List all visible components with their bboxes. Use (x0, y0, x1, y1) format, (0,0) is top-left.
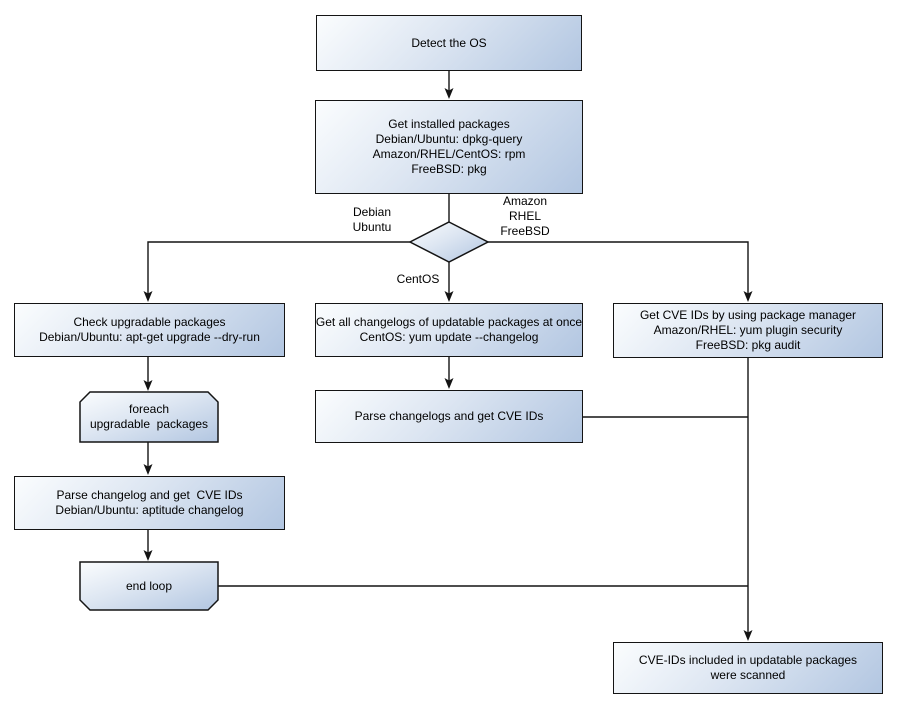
node-text-line: Get installed packages (388, 117, 510, 131)
node-get-changelogs: Get all changelogs of updatable packages… (315, 303, 583, 357)
edge-decision-to-check (147, 241, 410, 295)
node-get-cve-ids: Get CVE IDs by using package manager Ama… (613, 303, 883, 358)
node-text-line: Check upgradable packages (73, 315, 226, 329)
node-text-line: Parse changelog and get CVE IDs (56, 488, 243, 502)
node-text-line: Debian/Ubuntu: aptitude changelog (55, 503, 244, 517)
edge-label-line: RHEL (508, 209, 541, 223)
edge-label-line: FreeBSD (500, 224, 550, 238)
node-text-line: Amazon/RHEL/CentOS: rpm (372, 147, 526, 161)
edge-label-centos: CentOS (378, 272, 458, 287)
edge-label-line: Amazon (502, 194, 548, 208)
node-text-line: Debian/Ubuntu: apt-get upgrade --dry-run (39, 330, 260, 344)
arrowhead (743, 291, 753, 302)
node-text-line: CentOS: yum update --changelog (359, 330, 539, 344)
arrowhead (444, 88, 454, 99)
arrowhead (143, 464, 153, 475)
node-endloop-label: end loop (80, 562, 218, 610)
arrowhead (143, 550, 153, 561)
node-text-line: upgradable packages (89, 417, 209, 431)
node-text-line: FreeBSD: pkg (411, 162, 487, 176)
node-text-line: Debian/Ubuntu: dpkg-query (375, 132, 523, 146)
arrowhead (743, 630, 753, 641)
node-foreach-label: foreach upgradable packages (80, 392, 218, 442)
edge-label-line: CentOS (396, 272, 440, 286)
arrowhead (444, 291, 454, 302)
node-foreach-shape (79, 391, 219, 443)
edge-decision-to-cve (488, 241, 749, 295)
node-check-upgradable: Check upgradable packages Debian/Ubuntu:… (14, 303, 285, 357)
edge-label-amazon-rhel-freebsd: Amazon RHEL FreeBSD (480, 194, 570, 239)
node-parse-changelog: Parse changelog and get CVE IDs Debian/U… (14, 476, 285, 530)
node-endloop-shape (79, 561, 219, 611)
node-scanned-result: CVE-IDs included in updatable packages w… (613, 642, 883, 694)
node-os-decision-diamond (408, 221, 490, 263)
arrowhead (444, 378, 454, 389)
node-text-line: FreeBSD: pkg audit (695, 338, 801, 352)
edge-label-line: Ubuntu (352, 220, 392, 234)
node-detect-os: Detect the OS (316, 15, 582, 71)
arrowhead (143, 380, 153, 391)
arrowheads (143, 88, 753, 641)
node-parse-changelogs: Parse changelogs and get CVE IDs (315, 390, 583, 443)
node-text-line: were scanned (710, 668, 786, 682)
node-text-line: Parse changelogs and get CVE IDs (354, 409, 544, 423)
edge-label-debian-ubuntu: Debian Ubuntu (329, 205, 415, 235)
edge-label-line: Debian (352, 205, 392, 219)
node-text-line: Amazon/RHEL: yum plugin security (653, 323, 843, 337)
node-get-installed-packages: Get installed packages Debian/Ubuntu: dp… (315, 100, 583, 194)
node-text-line: Detect the OS (411, 35, 487, 50)
node-text-line: foreach (128, 402, 170, 416)
node-text-line: Get all changelogs of updatable packages… (315, 315, 583, 329)
node-text-line: end loop (125, 578, 173, 593)
node-text-line: CVE-IDs included in updatable packages (638, 653, 858, 667)
arrowhead (143, 291, 153, 302)
node-text-line: Get CVE IDs by using package manager (639, 308, 857, 322)
